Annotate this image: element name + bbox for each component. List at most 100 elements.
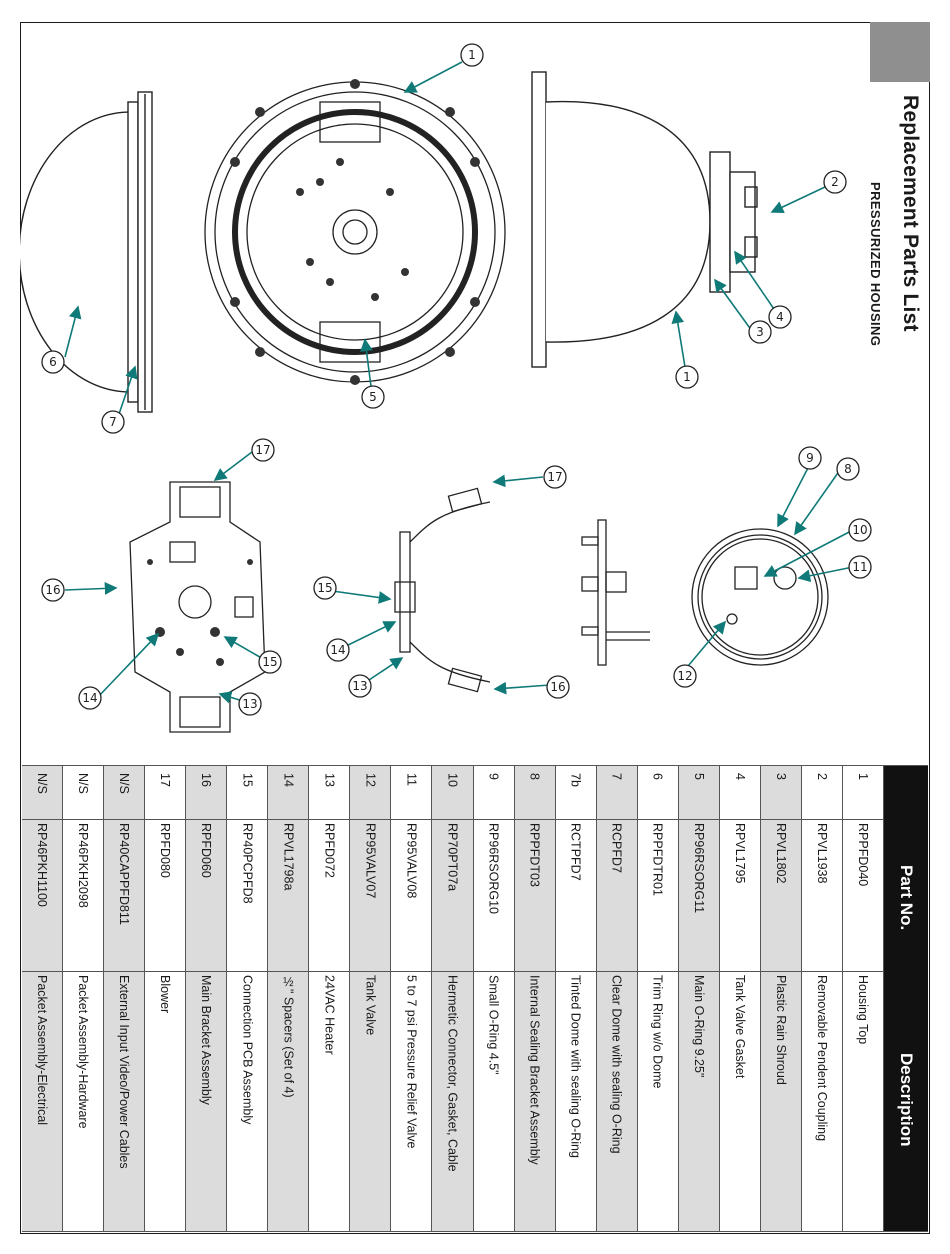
cell-divider bbox=[596, 819, 637, 820]
pcb-side-view bbox=[394, 487, 491, 693]
header-description: Description bbox=[897, 1053, 916, 1147]
row-description: Connection PCB Assembly bbox=[240, 975, 255, 1125]
cell-divider bbox=[391, 819, 432, 820]
cell-divider bbox=[22, 971, 63, 972]
row-description: Main Bracket Assembly bbox=[199, 975, 214, 1105]
svg-text:8: 8 bbox=[844, 462, 852, 476]
cell-divider bbox=[145, 971, 186, 972]
cell-divider bbox=[22, 819, 63, 820]
cell-divider bbox=[104, 971, 145, 972]
row-part-no: RPVL1938 bbox=[814, 823, 829, 884]
row-number: 11 bbox=[404, 773, 419, 786]
page-title: Replacement Parts List bbox=[888, 95, 922, 375]
row-number: N/S bbox=[117, 773, 132, 794]
bracket-side-view bbox=[581, 519, 650, 666]
cell-divider bbox=[186, 971, 227, 972]
svg-text:7: 7 bbox=[109, 415, 117, 429]
cell-divider bbox=[801, 819, 842, 820]
row-part-no: RPVL1802 bbox=[773, 823, 788, 884]
page-subtitle: PRESSURIZED HOUSING bbox=[868, 182, 883, 347]
row-part-no: RPPFDT03 bbox=[527, 823, 542, 887]
row-part-no: RPPFDTR01 bbox=[650, 823, 665, 896]
cell-divider bbox=[842, 971, 883, 972]
row-description: Small O-Ring 4.5" bbox=[486, 975, 501, 1075]
svg-text:4: 4 bbox=[776, 310, 784, 324]
row-description: ½" Spacers (Set of 4) bbox=[281, 975, 296, 1098]
row-part-no: RPFD072 bbox=[322, 823, 337, 878]
cell-divider bbox=[268, 971, 309, 972]
row-number: 7b bbox=[568, 773, 583, 787]
row-description: Blower bbox=[158, 975, 173, 1014]
row-part-no: RP40PCPFD8 bbox=[240, 823, 255, 904]
svg-text:15: 15 bbox=[262, 655, 277, 669]
svg-text:13: 13 bbox=[242, 697, 257, 711]
cell-divider bbox=[555, 819, 596, 820]
svg-text:2: 2 bbox=[831, 175, 839, 189]
cell-divider bbox=[391, 971, 432, 972]
row-number: 15 bbox=[240, 773, 255, 787]
row-description: Internal Sealing Bracket Assembly bbox=[527, 975, 542, 1165]
cell-divider bbox=[514, 819, 555, 820]
corner-tab bbox=[870, 22, 930, 82]
row-number: 1 bbox=[855, 773, 870, 780]
row-description: Main O-Ring 9.25" bbox=[691, 975, 706, 1078]
cell-divider bbox=[432, 971, 473, 972]
cell-divider bbox=[719, 819, 760, 820]
svg-text:15: 15 bbox=[317, 581, 332, 595]
row-number: N/S bbox=[76, 773, 91, 794]
cell-divider bbox=[350, 819, 391, 820]
cell-divider bbox=[801, 971, 842, 972]
row-number: 2 bbox=[814, 773, 829, 780]
svg-text:5: 5 bbox=[369, 390, 377, 404]
row-description: Plastic Rain Shroud bbox=[773, 975, 788, 1085]
svg-text:1: 1 bbox=[468, 48, 476, 62]
row-number: 4 bbox=[732, 773, 747, 780]
cell-divider bbox=[678, 971, 719, 972]
row-part-no: RCPFD7 bbox=[609, 823, 624, 874]
cell-divider bbox=[596, 971, 637, 972]
row-description: Tank Valve bbox=[363, 975, 378, 1036]
row-part-no: RP95VALV07 bbox=[363, 823, 378, 899]
cell-divider bbox=[473, 819, 514, 820]
cell-divider bbox=[637, 971, 678, 972]
row-number: 14 bbox=[281, 773, 296, 787]
row-number: 17 bbox=[158, 773, 173, 787]
row-part-no: RP96RSORG10 bbox=[486, 823, 501, 915]
cell-divider bbox=[760, 819, 801, 820]
cell-divider bbox=[227, 971, 268, 972]
row-description: 5 to 7 psi Pressure Relief Valve bbox=[404, 975, 419, 1149]
svg-text:14: 14 bbox=[82, 691, 97, 705]
cell-divider bbox=[760, 971, 801, 972]
row-description: Trim Ring w/o Dome bbox=[650, 975, 665, 1089]
cell-divider bbox=[309, 819, 350, 820]
housing-top-view bbox=[204, 79, 506, 385]
svg-text:10: 10 bbox=[852, 523, 867, 537]
table-header: Part No.Description bbox=[884, 765, 928, 1232]
row-description: Tank Valve Gasket bbox=[732, 975, 747, 1079]
cell-divider bbox=[186, 819, 227, 820]
row-part-no: RCTPFD7 bbox=[568, 823, 583, 881]
cell-divider bbox=[63, 971, 104, 972]
row-part-no: RPVL1795 bbox=[732, 823, 747, 884]
row-part-no: RP46PKH1100 bbox=[35, 823, 50, 907]
svg-text:16: 16 bbox=[45, 583, 60, 597]
cell-divider bbox=[268, 819, 309, 820]
cell-divider bbox=[309, 971, 350, 972]
svg-text:14: 14 bbox=[330, 643, 345, 657]
cell-divider bbox=[63, 819, 104, 820]
row-part-no: RP40CAPPFD811 bbox=[117, 823, 132, 925]
row-number: 13 bbox=[322, 773, 337, 787]
row-part-no: RPVL1798a bbox=[281, 823, 296, 891]
row-description: Packet Assembly-Electrical bbox=[35, 975, 50, 1126]
page-frame bbox=[20, 22, 930, 1234]
